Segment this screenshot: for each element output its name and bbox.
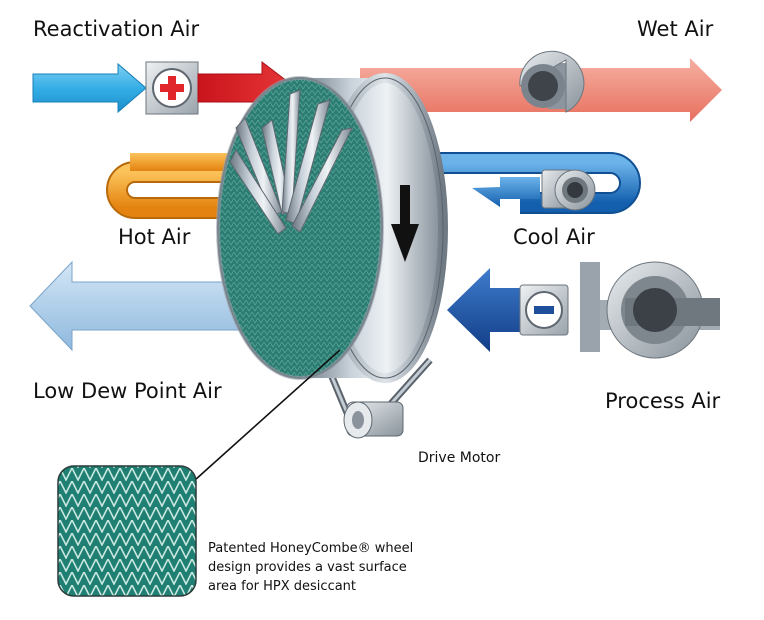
caption-line-3: area for HPX desiccant [208,579,356,594]
honeycomb-cross-section [229,89,353,235]
heater-unit [145,61,199,115]
rotation-down-arrow-icon [391,185,419,262]
cool-air-loop-arrow [440,152,641,214]
drive-motor-icon [343,401,404,439]
process-air-blower-fan-icon [580,261,720,359]
wet-air-label: Wet Air [637,17,714,41]
low-dew-point-air-label: Low Dew Point Air [33,379,222,403]
cool-air-label: Cool Air [513,225,595,249]
process-air-label: Process Air [605,389,721,413]
reactivation-air-inlet-arrow [32,62,147,114]
drive-motor-label: Drive Motor [418,450,500,466]
hot-air-loop-arrow [106,142,300,219]
caption-line-1: Patented HoneyCombe® wheel [208,541,413,556]
honeycomb-detail-swatch [57,465,197,597]
process-air-arrow [447,268,520,352]
minus-icon [534,306,554,314]
wet-air-blower-fan-icon [519,50,585,113]
reactivation-air-label: Reactivation Air [33,17,199,41]
caption-line-2: design provides a vast surface [208,560,407,575]
cooler-unit [519,284,569,336]
plus-icon [160,76,184,100]
detail-leader-line [194,349,341,481]
cool-air-blower-fan-icon [541,169,596,211]
hot-air-label: Hot Air [118,225,191,249]
